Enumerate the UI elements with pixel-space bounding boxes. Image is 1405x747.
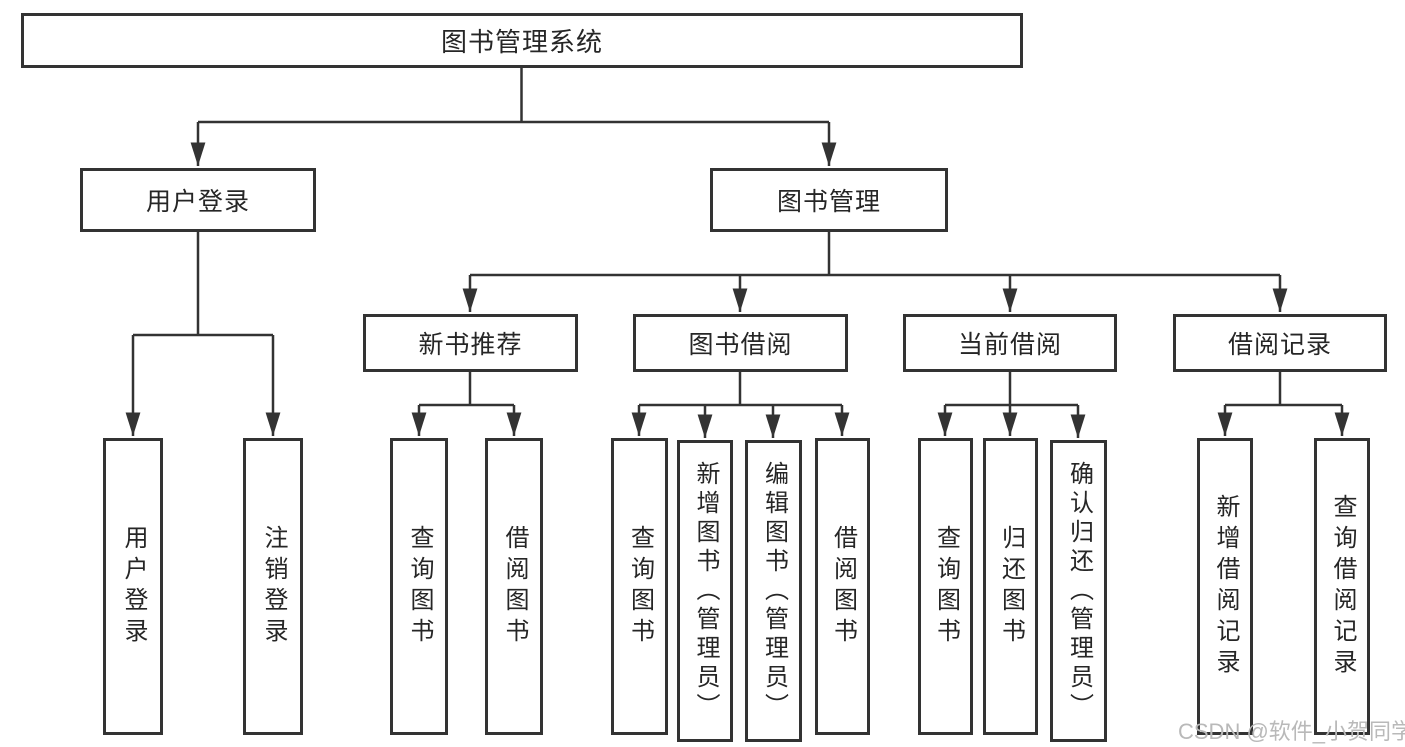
leaf-borrow-books: 借阅图书: [815, 438, 870, 735]
node-book-management: 图书管理: [710, 168, 948, 232]
leaf-user-login: 用户登录: [103, 438, 163, 735]
leaf-add-borrow-record: 新增借阅记录: [1197, 438, 1253, 735]
node-label: 查询图书: [626, 524, 654, 649]
node-label: 确认归还（管理员）: [1065, 460, 1093, 722]
leaf-query-books: 查询图书: [918, 438, 973, 735]
node-label: 借阅记录: [1227, 331, 1332, 359]
node-label: 新增图书（管理员）: [692, 460, 719, 722]
node-label: 新书推荐: [418, 331, 523, 359]
leaf-borrow-books: 借阅图书: [485, 438, 543, 735]
leaf-query-borrow-record: 查询借阅记录: [1314, 438, 1370, 735]
node-library-management-system: 图书管理系统: [21, 13, 1023, 68]
node-book-borrowing: 图书借阅: [633, 314, 848, 372]
node-borrowing-records: 借阅记录: [1173, 314, 1387, 372]
node-user-login: 用户登录: [80, 168, 316, 232]
node-label: 查询借阅记录: [1329, 493, 1356, 680]
node-label: 图书管理: [776, 188, 881, 216]
node-label: 用户登录: [145, 188, 250, 216]
leaf-query-books: 查询图书: [390, 438, 448, 735]
node-label: 当前借阅: [957, 331, 1062, 359]
leaf-logout: 注销登录: [243, 438, 303, 735]
leaf-edit-books-admin: 编辑图书（管理员）: [745, 440, 802, 742]
node-label: 查询图书: [406, 524, 433, 649]
leaf-confirm-return-admin: 确认归还（管理员）: [1050, 440, 1107, 742]
node-label: 借阅图书: [829, 524, 857, 649]
node-label: 借阅图书: [501, 524, 528, 649]
node-label: 编辑图书（管理员）: [760, 460, 788, 722]
node-label: 注销登录: [260, 524, 287, 649]
leaf-add-books-admin: 新增图书（管理员）: [677, 440, 733, 742]
csdn-watermark: CSDN @软件_小贺同学: [1178, 719, 1405, 744]
node-label: 用户登录: [120, 524, 147, 649]
node-label: 图书借阅: [688, 331, 793, 359]
node-label: 查询图书: [932, 524, 960, 649]
node-label: 图书管理系统: [440, 27, 603, 57]
node-new-book-recommendation: 新书推荐: [363, 314, 578, 372]
node-current-borrowing: 当前借阅: [903, 314, 1117, 372]
leaf-query-books: 查询图书: [611, 438, 668, 735]
leaf-return-books: 归还图书: [983, 438, 1038, 735]
node-label: 归还图书: [997, 524, 1025, 649]
node-label: 新增借阅记录: [1212, 493, 1239, 680]
